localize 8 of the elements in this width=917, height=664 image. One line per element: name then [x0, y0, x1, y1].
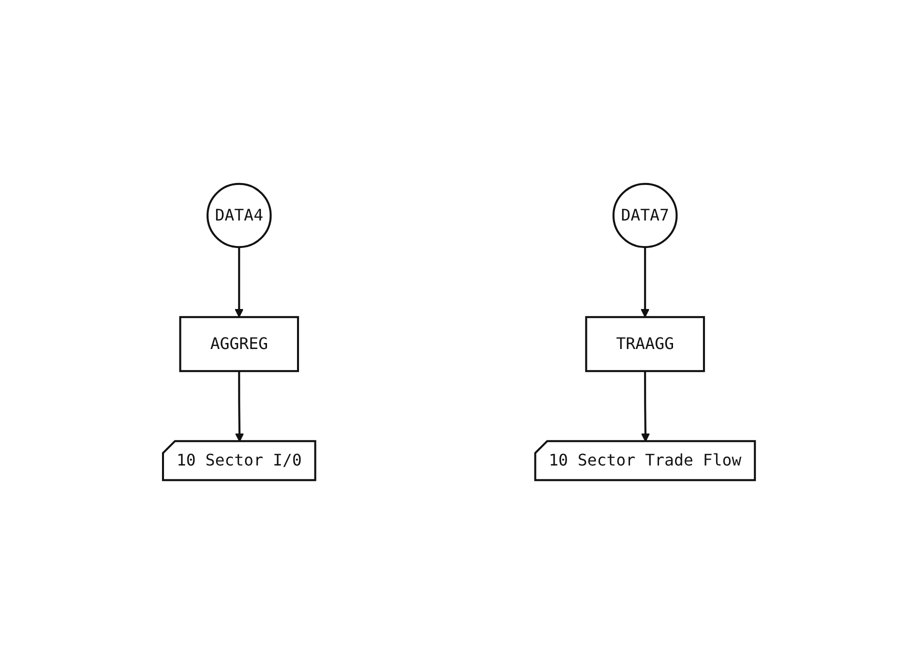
node-box: AGGREG — [178, 316, 299, 372]
arrow — [234, 247, 244, 318]
node-box: TRAAGG — [584, 316, 704, 372]
arrow — [234, 371, 244, 442]
node-circle: DATA4 — [206, 182, 272, 248]
arrow — [640, 247, 649, 318]
arrow — [640, 371, 650, 442]
node-circle: DATA7 — [612, 182, 678, 248]
